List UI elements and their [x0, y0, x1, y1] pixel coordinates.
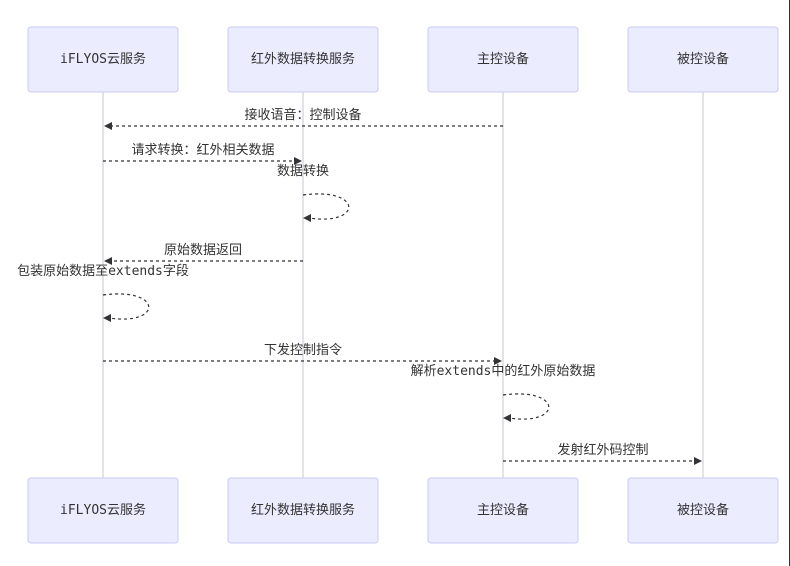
message-1: 接收语音：控制设备 [104, 107, 503, 130]
message-3: 数据转换 [277, 164, 350, 222]
participant-controlled-top: 被控设备 [627, 26, 779, 93]
participant-controlled-bottom: 被控设备 [627, 477, 779, 544]
participant-box [627, 26, 779, 93]
participant-main-bottom: 主控设备 [427, 477, 579, 544]
message-6: 下发控制指令 [103, 342, 502, 365]
arrowhead [294, 157, 302, 165]
message-7: 解析extends中的红外原始数据 [411, 363, 596, 422]
message-label: 发射红外码控制 [557, 442, 648, 458]
message-label: 包装原始数据至extends字段 [17, 264, 189, 279]
self-loop-line [102, 293, 150, 320]
participant-box [227, 26, 379, 93]
participant-ir-top: 红外数据转换服务 [227, 26, 379, 93]
participant-label: 被控设备 [677, 502, 729, 518]
arrowhead [503, 414, 511, 422]
participant-label: iFLYOS云服务 [60, 502, 146, 518]
arrowhead [694, 457, 702, 465]
participant-label: iFLYOS云服务 [60, 51, 146, 67]
arrowhead [303, 214, 311, 222]
message-2: 请求转换：红外相关数据 [103, 142, 302, 165]
message-label: 下发控制指令 [264, 342, 342, 358]
message-label: 接收语音：控制设备 [244, 107, 361, 123]
message-4: 原始数据返回 [104, 243, 303, 265]
self-loop-line [302, 193, 350, 220]
message-8: 发射红外码控制 [503, 442, 702, 465]
participant-box [427, 477, 579, 544]
participant-label: 主控设备 [477, 502, 529, 518]
participant-box [27, 26, 179, 93]
participant-box [627, 477, 779, 544]
message-label: 请求转换：红外相关数据 [131, 142, 274, 158]
participant-label: 红外数据转换服务 [251, 51, 355, 67]
participant-box [427, 26, 579, 93]
arrowhead [103, 314, 111, 322]
self-loop-line [502, 393, 550, 420]
arrowhead [104, 122, 112, 130]
arrowhead [104, 257, 112, 265]
participant-iflyos-bottom: iFLYOS云服务 [27, 477, 179, 544]
participant-iflyos-top: iFLYOS云服务 [27, 26, 179, 93]
participant-main-top: 主控设备 [427, 26, 579, 93]
participant-label: 主控设备 [477, 51, 529, 67]
participant-ir-bottom: 红外数据转换服务 [227, 477, 379, 544]
message-label: 原始数据返回 [164, 243, 242, 258]
message-label: 数据转换 [277, 164, 329, 179]
participant-box [227, 477, 379, 544]
participant-label: 红外数据转换服务 [251, 502, 355, 518]
message-5: 包装原始数据至extends字段 [17, 264, 189, 322]
participant-label: 被控设备 [677, 51, 729, 67]
message-label: 解析extends中的红外原始数据 [411, 363, 596, 379]
arrowhead [494, 357, 502, 365]
participant-box [27, 477, 179, 544]
